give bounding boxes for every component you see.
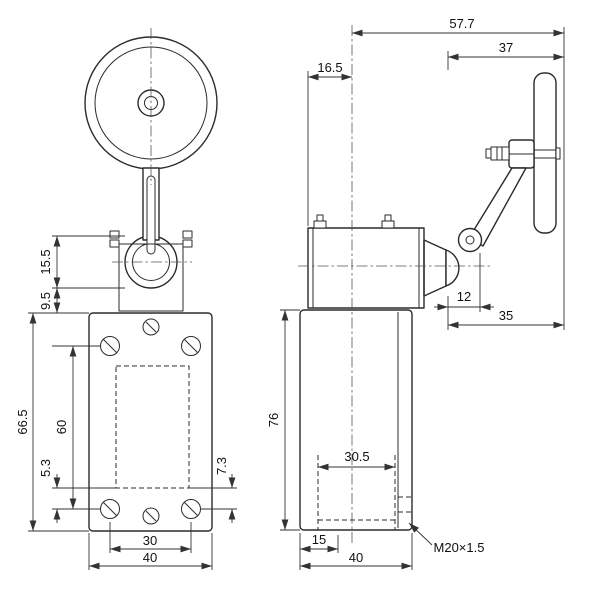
lever-hub (457, 227, 483, 253)
mounting-hole-top-left (100, 336, 120, 356)
switch-body-side (299, 309, 413, 531)
hidden-cavity-front (115, 365, 190, 489)
head-clamp-right (182, 230, 193, 239)
dim-30-5: 30.5 (318, 449, 395, 471)
mounting-hole-bottom-left (100, 499, 120, 519)
head-clamp-right (182, 239, 193, 248)
dim-12-label: 12 (457, 289, 471, 304)
roller-axle-end (555, 147, 561, 160)
dim-66-5-label: 66.5 (15, 409, 30, 434)
head-clamp-screw (313, 220, 327, 229)
dim-35: 35 (448, 308, 564, 329)
lever-arm-side (468, 167, 527, 247)
dim-40-front-label: 40 (143, 550, 157, 565)
switch-head-side (307, 227, 425, 309)
clamp-bolt (490, 146, 510, 161)
switch-body-front (88, 312, 213, 532)
dim-7-3-label: 7.3 (214, 457, 229, 475)
dim-5-3-label: 5.3 (38, 459, 53, 477)
dim-9-5-label: 9.5 (38, 292, 53, 310)
dim-66-5: 66.5 (15, 313, 37, 531)
dim-15-5: 15.5 (38, 236, 61, 288)
dim-40-front: 40 (89, 550, 212, 570)
dim-60: 60 (54, 346, 77, 509)
dim-thread: M20×1.5 (408, 522, 485, 555)
head-clamp-screw (381, 220, 395, 229)
cover-screw-bottom (142, 507, 160, 525)
dim-35-label: 35 (499, 308, 513, 323)
mounting-hole-bottom-right (181, 499, 201, 519)
dim-5-3: 5.3 (38, 459, 61, 523)
thread-label: M20×1.5 (434, 540, 485, 555)
dim-40-side-label: 40 (349, 550, 363, 565)
dim-16-5-label: 16.5 (317, 60, 342, 75)
mounting-hole-top-right (181, 336, 201, 356)
lever-slot (146, 175, 156, 255)
dim-60-label: 60 (54, 420, 69, 434)
dim-76: 76 (266, 310, 289, 530)
dim-40-side: 40 (300, 550, 412, 570)
dimensions-front: 15.5 9.5 66.5 60 5.3 7.3 30 (15, 235, 237, 570)
pivot-shaft-nose (445, 249, 460, 287)
pivot-shaft-cone (423, 239, 447, 297)
clamp-bolt-head (485, 148, 492, 159)
dim-30: 30 (110, 533, 191, 553)
side-view (298, 25, 561, 543)
lever-hub-axle (465, 235, 475, 245)
dim-76-label: 76 (266, 413, 281, 427)
dim-57-7: 57.7 (352, 16, 564, 37)
head-clamp-left (109, 239, 120, 248)
head-clamp-left (109, 230, 120, 239)
dim-15-5-label: 15.5 (38, 249, 53, 274)
dim-30-5-label: 30.5 (344, 449, 369, 464)
dim-7-3: 7.3 (214, 457, 236, 523)
dim-15-label: 15 (312, 532, 326, 547)
dim-30-label: 30 (143, 533, 157, 548)
dim-16-5: 16.5 (308, 60, 352, 81)
dim-15: 15 (300, 532, 338, 553)
cover-screw-top (142, 318, 160, 336)
roller-side (533, 72, 557, 234)
dim-37: 37 (448, 40, 564, 61)
dim-37-label: 37 (499, 40, 513, 55)
dim-57-7-label: 57.7 (449, 16, 474, 31)
front-view (84, 28, 218, 532)
dimensions-side: 57.7 37 16.5 12 35 76 30.5 (266, 16, 565, 570)
dim-9-5: 9.5 (38, 288, 61, 313)
dim-12: 12 (434, 289, 494, 311)
head-clamp-screw (384, 214, 392, 222)
switch-head-front (118, 243, 184, 312)
head-clamp-screw (316, 214, 324, 222)
